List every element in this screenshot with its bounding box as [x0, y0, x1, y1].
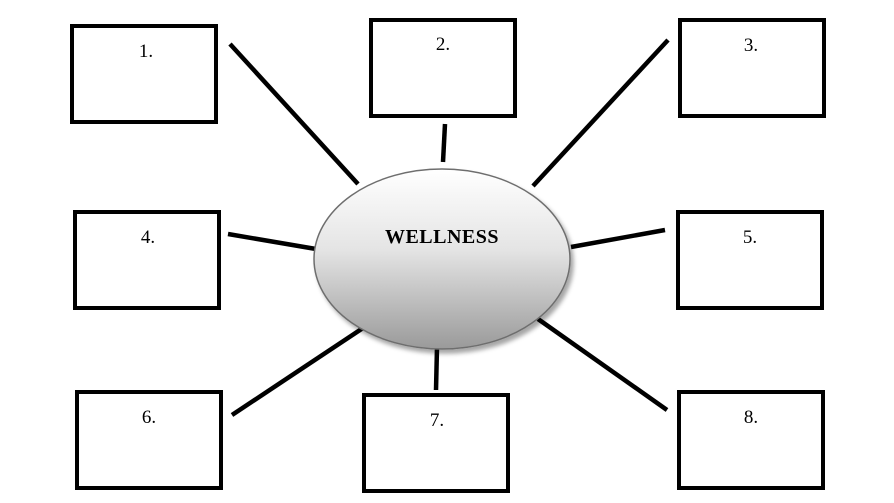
- connectors: [227, 38, 670, 417]
- box-8-label: 8.: [744, 407, 758, 428]
- box-4[interactable]: 4.: [73, 210, 221, 310]
- box-4-frame[interactable]: [73, 210, 221, 310]
- box-7-frame[interactable]: [362, 393, 510, 493]
- box-2-label: 2.: [436, 34, 450, 55]
- box-2-frame[interactable]: [369, 18, 517, 118]
- box-4-label: 4.: [141, 227, 155, 248]
- hub-ellipse: [313, 168, 571, 350]
- box-7[interactable]: 7.: [362, 393, 510, 493]
- box-7-label: 7.: [430, 410, 444, 431]
- box-8[interactable]: 8.: [677, 390, 825, 490]
- box-5[interactable]: 5.: [676, 210, 824, 310]
- box-2[interactable]: 2.: [369, 18, 517, 118]
- box-5-label: 5.: [743, 227, 757, 248]
- connector-1: [228, 42, 360, 186]
- box-5-frame[interactable]: [676, 210, 824, 310]
- connector-5: [570, 227, 666, 250]
- connector-2: [440, 123, 448, 163]
- connector-7: [433, 346, 440, 391]
- box-6-frame[interactable]: [75, 390, 223, 490]
- box-1-frame[interactable]: [70, 24, 218, 124]
- hub-label: WELLNESS: [385, 226, 499, 248]
- box-3[interactable]: 3.: [678, 18, 826, 118]
- box-1[interactable]: 1.: [70, 24, 218, 124]
- wellness-hub: WELLNESS: [313, 168, 571, 350]
- box-6[interactable]: 6.: [75, 390, 223, 490]
- box-6-label: 6.: [142, 407, 156, 428]
- box-1-label: 1.: [139, 41, 153, 62]
- box-3-label: 3.: [744, 35, 758, 56]
- connector-3: [531, 38, 670, 188]
- connector-4: [227, 231, 317, 252]
- box-8-frame[interactable]: [677, 390, 825, 490]
- connector-6: [230, 326, 365, 417]
- box-3-frame[interactable]: [678, 18, 826, 118]
- connector-8: [536, 317, 669, 412]
